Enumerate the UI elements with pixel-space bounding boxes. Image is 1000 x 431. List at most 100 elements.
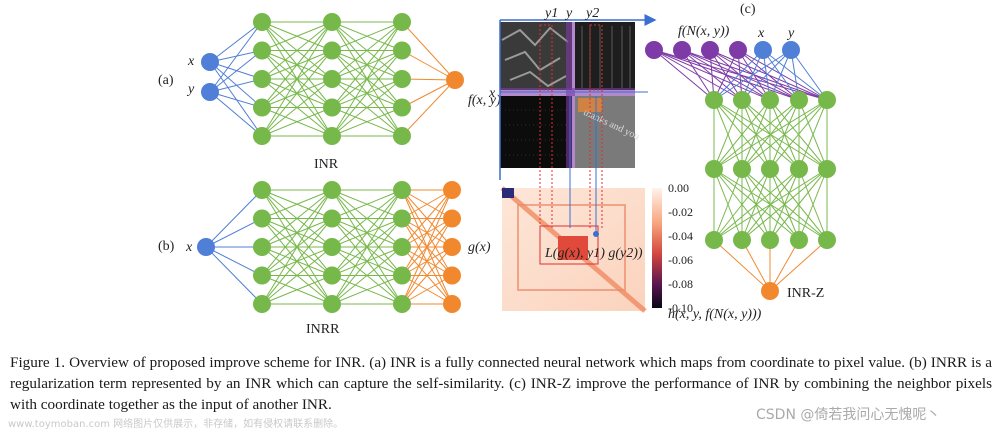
connection-edge [331,275,403,305]
hidden-node [323,127,341,145]
figure-overview: (a) x y f(x, y) INR (b) x g(x) INRR (c) … [158,2,836,337]
connection-edge [331,189,403,305]
connection-edge [713,49,739,101]
colorbar [652,188,662,308]
connection-edge [261,189,333,248]
connection-edge [331,21,403,51]
texture-cracks [501,26,569,88]
red-marker-2 [589,24,603,91]
output-node [443,295,461,313]
connection-edge [713,99,743,170]
similarity-label: L(g(x), y1) g(y2)) [544,246,643,261]
hidden-node [393,127,411,145]
connection-edge [205,246,263,276]
hidden-node [818,231,836,249]
connection-edge [209,91,263,108]
connection-edge [769,239,828,292]
hidden-node [253,127,271,145]
input-node [201,53,219,71]
connection-edge [331,21,403,80]
watermark-right: CSDN @倚若我问心无愧呢丶 [756,407,941,423]
connection-edge [261,21,333,108]
hidden-node [393,295,411,313]
inr-z-label: INR-Z [787,286,824,301]
connection-edge [209,21,263,93]
connection-edge [331,21,403,137]
connection-edge [205,189,263,248]
input-f-label: f(N(x, y)) [678,24,730,39]
input-x-label: x [187,54,195,69]
colorbar-tick: -0.04 [668,229,693,243]
hidden-node [253,209,271,228]
connection-edge [261,21,333,51]
connection-edge [331,78,403,137]
input-node [201,83,219,101]
hidden-node [705,91,723,109]
connection-edge [713,99,828,170]
hidden-node [253,181,271,199]
panel-a-tag: (a) [158,73,174,88]
connection-edge [261,189,333,305]
connection-edge [331,21,403,108]
colorbar-tick: -0.02 [668,205,693,219]
connection-edge [713,168,800,241]
panel-a-nodes [201,13,464,145]
connection-edge [653,49,715,101]
input-node [197,238,215,256]
hidden-node [393,181,411,199]
dashed-connectors [539,90,603,230]
hidden-node [705,160,723,178]
hidden-node [253,70,271,88]
connection-edge [261,21,333,137]
connection-edge [737,49,828,101]
panel-a: (a) x y f(x, y) INR [158,13,501,172]
connection-edge [331,50,403,137]
input-node [729,41,747,59]
connection-edge [261,189,333,219]
connection-edge [741,168,828,241]
connection-edge [769,49,792,101]
connection-edge [209,21,263,63]
input-node [754,41,772,59]
connection-edge [769,239,800,292]
connection-edge [769,168,828,241]
panel-b: (b) x g(x) INRR [158,181,491,337]
hidden-node [323,266,341,285]
panel-a-edges [209,21,456,137]
input-x-label: x [185,240,193,255]
connection-edge [261,78,333,137]
connection-edge [798,168,828,241]
hidden-node [761,160,779,178]
hidden-node [323,238,341,256]
hidden-node [733,91,751,109]
connection-edge [401,275,453,305]
axis-x-label: x [488,86,496,101]
connection-edge [713,99,771,170]
connection-edge [261,246,333,305]
figure-caption: Figure 1. Overview of proposed improve s… [10,354,992,413]
axis-y-label: y [564,6,573,21]
output-h-label: h(x, y, f(N(x, y))) [668,307,762,322]
hidden-node [393,98,411,117]
connection-edge [205,246,263,305]
input-y-label: y [786,26,795,41]
watermark-left: www.toymoban.com 网络图片仅供展示，非存储，如有侵权请联系删除。 [8,419,344,430]
panel-c-edges [653,49,828,292]
colorbar-tick: -0.06 [668,253,693,267]
hidden-node [253,295,271,313]
output-node [443,181,461,199]
connection-edge [681,49,715,101]
connection-edge [401,189,453,305]
connection-edge [261,21,333,80]
output-node [443,209,461,228]
connection-edge [713,168,828,241]
connection-edge [713,239,771,292]
connection-edge [741,49,792,101]
hidden-node [393,266,411,285]
panel-c-images: (c) thanks and you y1 y y2 x L(g(x), [488,2,756,315]
colorbar-tick: -0.10 [668,301,693,315]
noise-image-bottom-left [500,96,572,168]
connection-edge [261,218,333,305]
hidden-node [733,160,751,178]
connection-edge [261,50,333,137]
